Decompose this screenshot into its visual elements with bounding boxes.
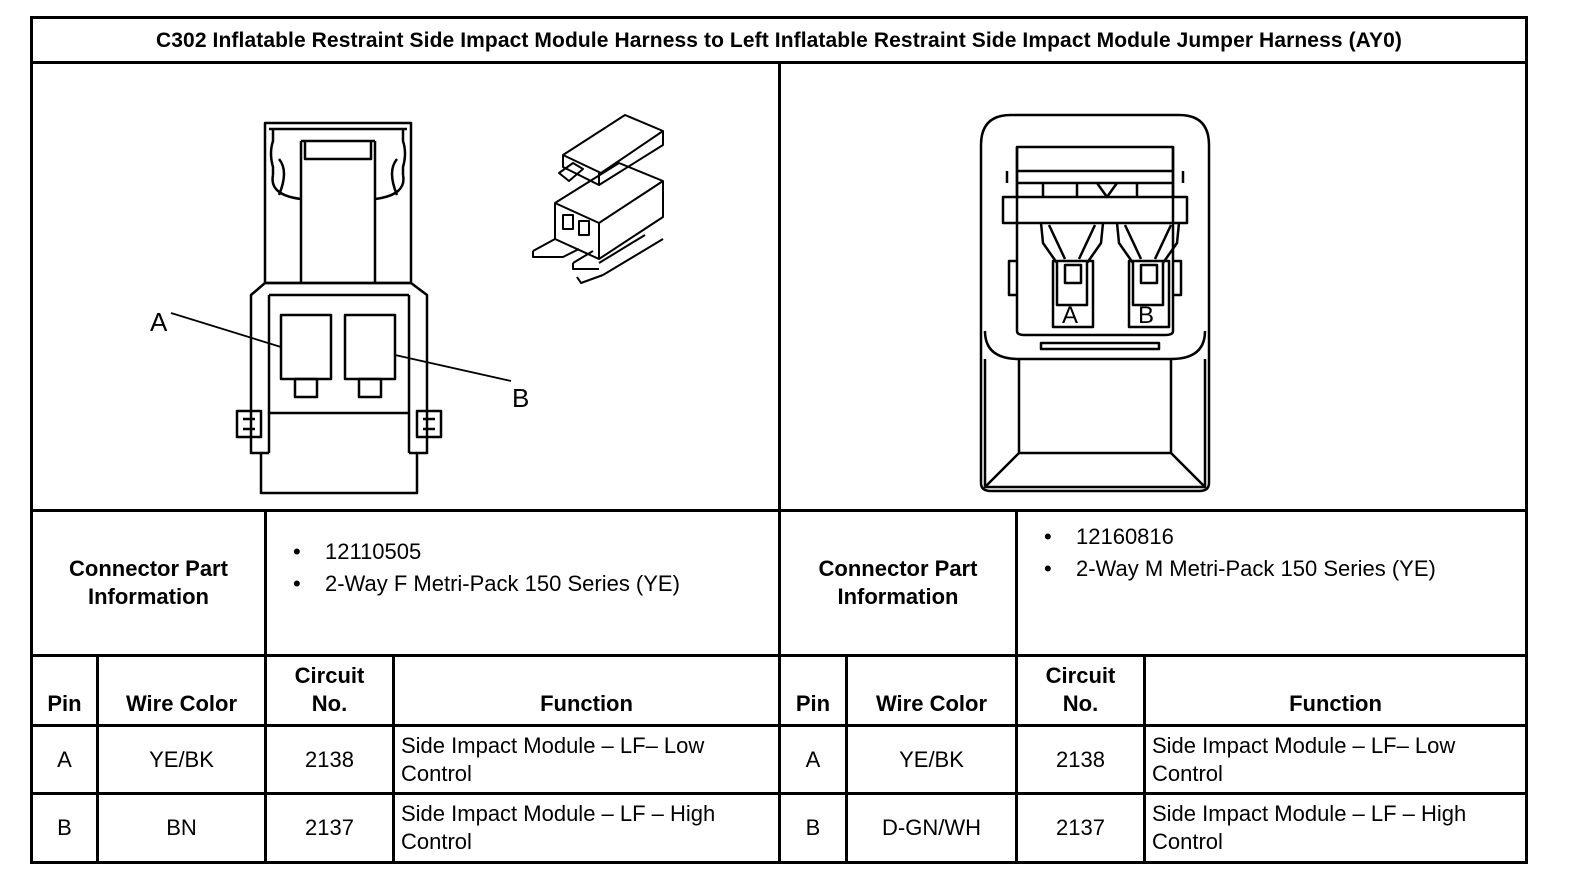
part-number: 12110505 xyxy=(267,536,777,568)
function-line2: Control xyxy=(1152,760,1223,786)
function-line1: Side Impact Module – LF– Low xyxy=(401,732,705,758)
header-circuit-line1: Circuit xyxy=(1045,663,1116,688)
divider xyxy=(845,656,848,861)
connector-part-info: 12160816 2-Way M Metri-Pack 150 Series (… xyxy=(1018,521,1518,585)
cell-pin: B xyxy=(57,815,72,840)
function-line2: Control xyxy=(401,829,472,854)
female-connector-drawing: A B xyxy=(150,114,664,495)
cell-circuit: 2138 xyxy=(1056,746,1105,772)
divider xyxy=(33,792,1525,795)
function-line1: Side Impact Module – LF – High xyxy=(401,801,716,826)
pin-a-label: A xyxy=(1062,302,1078,329)
header-circuit-line2: No. xyxy=(311,691,348,716)
connector-sheet: C302 Inflatable Restraint Side Impact Mo… xyxy=(30,16,1528,864)
part-description: 2-Way F Metri-Pack 150 Series (YE) xyxy=(267,568,777,600)
header-circuit-line2: No. xyxy=(1062,691,1099,716)
connector-part-info: 12110505 2-Way F Metri-Pack 150 Series (… xyxy=(267,536,777,600)
divider xyxy=(96,656,99,861)
connector-part-label-line1: Connector Part xyxy=(818,556,978,581)
male-connector-drawing: A B xyxy=(979,113,1211,493)
cell-circuit: 2137 xyxy=(305,815,354,840)
connector-part-label-line2: Information xyxy=(87,584,209,609)
cell-circuit: 2138 xyxy=(305,746,354,772)
header-function: Function xyxy=(540,691,633,716)
divider xyxy=(33,61,1525,64)
divider xyxy=(1143,656,1146,861)
cell-pin: B xyxy=(805,815,821,840)
connector-part-label: Connector Part Information xyxy=(33,512,264,654)
divider xyxy=(778,63,781,861)
divider xyxy=(33,724,1525,727)
divider xyxy=(264,656,267,861)
header-function: Function xyxy=(1289,691,1382,716)
pin-b-label: B xyxy=(512,383,529,413)
cell-pin: A xyxy=(57,746,72,772)
function-line2: Control xyxy=(401,760,472,786)
page-title: C302 Inflatable Restraint Side Impact Mo… xyxy=(156,29,1402,52)
divider xyxy=(1015,656,1018,861)
header-circuit-line1: Circuit xyxy=(294,663,365,688)
divider xyxy=(392,656,395,861)
header-pin: Pin xyxy=(795,691,831,716)
divider xyxy=(33,509,1525,512)
part-description: 2-Way M Metri-Pack 150 Series (YE) xyxy=(1018,553,1518,585)
connector-part-label: Connector Part Information xyxy=(781,512,1015,654)
divider xyxy=(33,654,1525,657)
function-line1: Side Impact Module – LF– Low xyxy=(1152,732,1456,758)
function-line1: Side Impact Module – LF – High xyxy=(1152,801,1467,826)
header-wire-color: Wire Color xyxy=(875,691,988,716)
pin-a-label: A xyxy=(150,307,168,337)
header-pin: Pin xyxy=(47,691,82,716)
divider xyxy=(1015,511,1018,656)
part-number: 12160816 xyxy=(1018,521,1518,553)
divider xyxy=(264,511,267,656)
cell-wire-color: BN xyxy=(166,815,197,840)
cell-circuit: 2137 xyxy=(1056,815,1105,840)
pin-b-label: B xyxy=(1138,302,1154,329)
cell-wire-color: D-GN/WH xyxy=(882,815,981,840)
cell-wire-color: YE/BK xyxy=(899,746,964,772)
connector-part-label-line1: Connector Part xyxy=(69,556,228,581)
header-wire-color: Wire Color xyxy=(125,691,238,716)
cell-pin: A xyxy=(805,746,821,772)
function-line2: Control xyxy=(1152,829,1223,854)
connector-part-label-line2: Information xyxy=(837,584,959,609)
cell-wire-color: YE/BK xyxy=(149,746,214,772)
